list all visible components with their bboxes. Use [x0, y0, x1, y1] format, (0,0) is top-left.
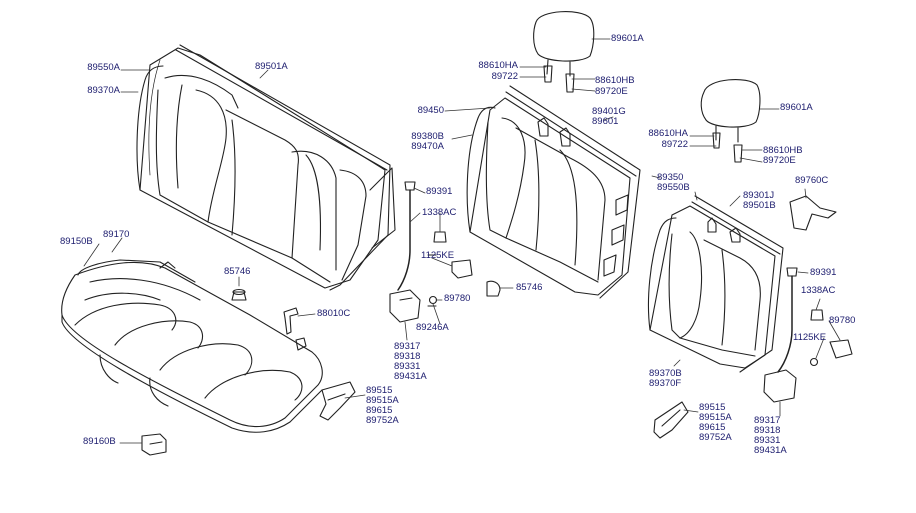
label-85746-center: 85746: [516, 282, 543, 293]
right-seat-back: [647, 195, 784, 373]
label-89370F: 89370F: [649, 378, 682, 389]
label-89720E-top: 89720E: [595, 86, 628, 97]
label-89246A: 89246A: [416, 322, 449, 333]
label-88610HA-right: 88610HA: [648, 128, 688, 139]
label-89391-middle: 89391: [426, 186, 453, 197]
label-89380B: 89380B: [411, 131, 444, 142]
label-89501B: 89501B: [743, 200, 776, 211]
label-89170: 89170: [103, 229, 130, 240]
label-89370B: 89370B: [649, 368, 682, 379]
right-headrest: [700, 79, 761, 163]
label-1338AC-middle: 1338AC: [422, 207, 457, 218]
label-89350: 89350: [657, 172, 684, 183]
left-small-parts: [141, 288, 356, 456]
callout-stack-right-a: 89515 89515A 89615 89752A: [699, 402, 732, 443]
label-88610HA-top: 88610HA: [478, 60, 518, 71]
label-85746-left: 85746: [224, 266, 251, 277]
left-seat-back: [136, 44, 396, 291]
middle-headrest: [533, 11, 595, 93]
label-89470A: 89470A: [411, 141, 444, 152]
label-89601A-top: 89601A: [611, 33, 644, 44]
label-89501A: 89501A: [255, 61, 288, 72]
label-89150B: 89150B: [60, 236, 93, 247]
right-small-parts: [653, 195, 853, 439]
callout-stack-middle: 89317 89318 89331 89431A: [394, 341, 427, 382]
label-1338AC-right: 1338AC: [801, 285, 836, 296]
middle-seat-back: [466, 85, 641, 299]
label-89780-right: 89780: [829, 315, 856, 326]
label-89301J: 89301J: [743, 190, 775, 201]
label-89601A-right: 89601A: [780, 102, 813, 113]
callout-stack-right-b: 89317 89318 89331 89431A: [754, 415, 787, 456]
label-89370A: 89370A: [87, 85, 120, 96]
label-89160B: 89160B: [83, 436, 116, 447]
label-1125KE-middle: 1125KE: [421, 250, 455, 261]
label-89401G: 89401G: [592, 106, 626, 117]
label-1125KE-right: 1125KE: [793, 332, 827, 343]
left-seat-cushion: [61, 259, 323, 433]
middle-small-parts: [389, 181, 501, 323]
label-89450: 89450: [417, 105, 444, 116]
label-89720E-right: 89720E: [763, 155, 796, 166]
callout-stack-left: 89515 89515A 89615 89752A: [366, 385, 399, 426]
label-89722-right: 89722: [661, 139, 688, 150]
label-89780-middle: 89780: [444, 293, 471, 304]
leader-lines: [83, 38, 841, 444]
label-88610HB-right: 88610HB: [763, 145, 803, 156]
label-88010C: 88010C: [317, 308, 351, 319]
label-89550B: 89550B: [657, 182, 690, 193]
label-89601: 89601: [592, 116, 619, 127]
label-89722-top: 89722: [491, 71, 518, 82]
label-89391-right: 89391: [810, 267, 837, 278]
label-89760C: 89760C: [795, 175, 829, 186]
label-88610HB-top: 88610HB: [595, 75, 635, 86]
label-89550A: 89550A: [87, 62, 120, 73]
